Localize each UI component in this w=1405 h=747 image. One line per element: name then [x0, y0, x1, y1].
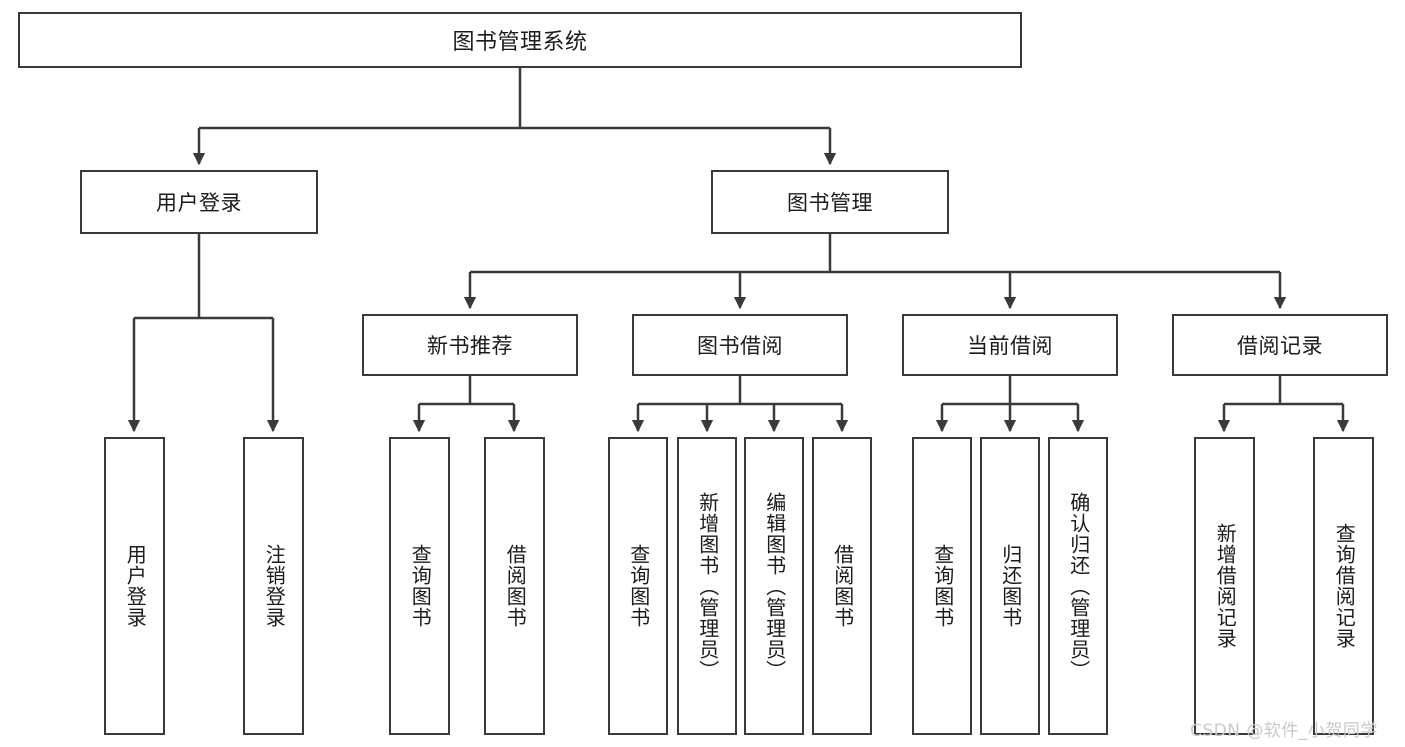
- leaf-add-book-admin[interactable]: 新增图书（管理员）: [677, 437, 737, 735]
- node-root[interactable]: 图书管理系统: [18, 12, 1022, 68]
- leaf-label: 新增借阅记录: [1213, 523, 1238, 649]
- leaf-query-book-newbook[interactable]: 查询图书: [389, 437, 450, 735]
- leaf-label: 注销登录: [262, 544, 287, 628]
- leaf-label: 归还图书: [998, 544, 1023, 628]
- leaf-label: 用户登录: [123, 544, 148, 628]
- leaf-label: 查询借阅记录: [1332, 523, 1357, 649]
- leaf-label: 借阅图书: [503, 544, 528, 628]
- leaf-label: 借阅图书: [830, 544, 855, 628]
- leaf-label: 确认归还（管理员）: [1066, 491, 1091, 681]
- node-user-login[interactable]: 用户登录: [80, 170, 318, 234]
- leaf-borrow-book[interactable]: 借阅图书: [812, 437, 872, 735]
- leaf-user-logout[interactable]: 注销登录: [243, 437, 304, 735]
- node-book-management[interactable]: 图书管理: [711, 170, 949, 234]
- leaf-query-book-current[interactable]: 查询图书: [912, 437, 972, 735]
- leaf-return-book[interactable]: 归还图书: [980, 437, 1040, 735]
- leaf-label: 编辑图书（管理员）: [762, 491, 787, 681]
- leaf-query-book-borrow[interactable]: 查询图书: [608, 437, 668, 735]
- leaf-borrow-book-newbook[interactable]: 借阅图书: [484, 437, 545, 735]
- node-book-borrow[interactable]: 图书借阅: [632, 314, 848, 376]
- leaf-label: 查询图书: [930, 544, 955, 628]
- leaf-edit-book-admin[interactable]: 编辑图书（管理员）: [744, 437, 804, 735]
- leaf-label: 查询图书: [626, 544, 651, 628]
- leaf-confirm-return-admin[interactable]: 确认归还（管理员）: [1048, 437, 1108, 735]
- node-new-book-recommend[interactable]: 新书推荐: [362, 314, 578, 376]
- leaf-label: 查询图书: [408, 544, 433, 628]
- leaf-user-login[interactable]: 用户登录: [104, 437, 165, 735]
- leaf-query-borrow-record[interactable]: 查询借阅记录: [1313, 437, 1374, 735]
- watermark-text: CSDN @软件_小贺同学: [1190, 721, 1378, 741]
- node-borrow-record[interactable]: 借阅记录: [1172, 314, 1388, 376]
- leaf-add-borrow-record[interactable]: 新增借阅记录: [1194, 437, 1255, 735]
- node-current-borrow[interactable]: 当前借阅: [902, 314, 1118, 376]
- leaf-label: 新增图书（管理员）: [695, 491, 720, 681]
